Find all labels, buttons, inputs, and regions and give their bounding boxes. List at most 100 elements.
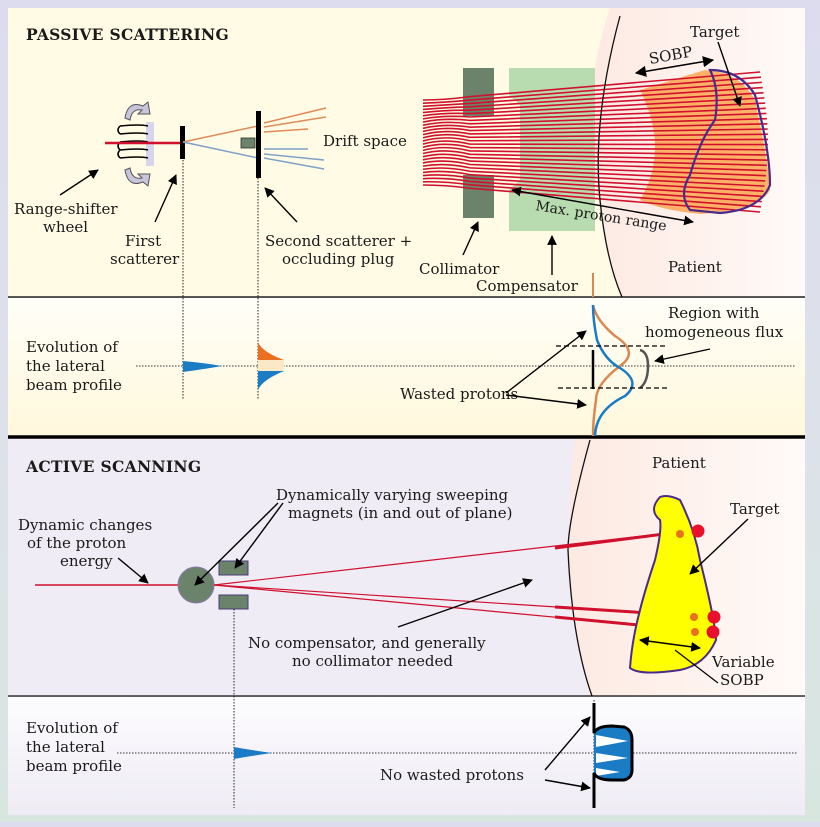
beam-line (422, 140, 768, 146)
scattered-rays (263, 107, 327, 170)
wasted-arrow (505, 330, 587, 394)
max-range-arrow (511, 186, 694, 226)
magnet-bottom (218, 594, 249, 610)
combined-profile (639, 348, 650, 389)
profile-orange (258, 342, 284, 360)
occluding-plug (240, 137, 256, 149)
second-scatterer (256, 111, 261, 178)
beam-line (422, 150, 768, 161)
beam-line (422, 143, 768, 151)
sobp-arrow (634, 56, 715, 77)
beam-line (422, 117, 767, 130)
scatter-ray (182, 125, 259, 143)
compensator-label: Compensator (476, 277, 579, 295)
wasted-arrow (505, 394, 587, 409)
range-shifter-arrow (59, 169, 99, 196)
no-wasted-arrow (544, 716, 591, 771)
beam-line (422, 174, 763, 198)
beam-line (422, 170, 764, 193)
beam-line (422, 180, 761, 208)
no-wasted-arrow (544, 779, 591, 792)
energy-arrow (117, 557, 149, 584)
profile-narrow (183, 361, 222, 372)
first-scatterer-arrow (154, 174, 177, 223)
beam-line (422, 86, 763, 111)
collimator-top (463, 68, 494, 116)
patient-skin (567, 439, 593, 697)
no-wasted-label: No wasted protons (380, 766, 524, 784)
active-title: ACTIVE SCANNING (25, 457, 201, 476)
magnet-top (218, 560, 249, 576)
profile-peaks (596, 735, 628, 776)
magnets-arrow (234, 502, 284, 569)
collimator-arrow (462, 221, 479, 256)
beam-line (422, 76, 761, 104)
blue-gaussian (591, 304, 634, 437)
profile-outline (592, 703, 634, 808)
variable-sobp-arrow (639, 636, 701, 652)
variable-sobp-leader (674, 649, 719, 684)
wasted-label: Wasted protons (400, 385, 518, 403)
dose-spot (707, 610, 721, 624)
beam-line (422, 81, 762, 108)
beam-line (422, 167, 765, 187)
region-arrow (654, 348, 711, 364)
passive-profile-panel (8, 298, 805, 436)
beam-line (422, 160, 766, 177)
beam-line (422, 102, 766, 120)
first-scatterer (180, 126, 185, 159)
profile-narrow (234, 747, 272, 759)
profile-gap (258, 360, 284, 371)
profile-blue (258, 371, 284, 390)
beam-line (422, 128, 768, 136)
patient-label: Patient (668, 258, 722, 276)
target-label: Target (690, 23, 739, 41)
beam-line (422, 91, 764, 114)
beam-line (422, 146, 768, 156)
beam-line (422, 71, 761, 101)
beam-line (422, 97, 765, 117)
second-scatterer-arrow (264, 187, 298, 223)
active-patient-label: Patient (652, 454, 706, 472)
dose-spot (691, 524, 705, 538)
dose-spot (706, 625, 720, 639)
scatter-ray (182, 141, 259, 159)
beam-line (422, 163, 766, 182)
orange-gaussian (591, 304, 630, 437)
collimator-label: Collimator (419, 260, 500, 278)
beam-line (422, 177, 762, 203)
passive-title: PASSIVE SCATTERING (26, 25, 229, 44)
active-target-label: Target (730, 500, 779, 518)
dose-spot (676, 530, 684, 538)
drift-space-label: Drift space (323, 132, 407, 150)
no-compensator-arrow (397, 578, 533, 628)
target-arrow (717, 41, 742, 107)
second-scatterer-label: Second scatterer +occluding plug (265, 232, 412, 268)
beam-line (422, 112, 767, 126)
active-profile-panel (8, 697, 805, 815)
beam-line (422, 137, 768, 142)
beam-line (422, 153, 767, 167)
target-outline (682, 68, 772, 215)
beam-line (422, 156, 767, 172)
dose-spot (691, 628, 699, 636)
proton-beam-lines (422, 71, 768, 213)
beam-line (422, 107, 766, 123)
magnets-arrow (194, 502, 279, 586)
target-arrow (689, 518, 749, 575)
beam-line (422, 184, 761, 213)
beam-line (422, 133, 768, 139)
beam-line (422, 123, 768, 133)
dose-spot (690, 613, 698, 621)
